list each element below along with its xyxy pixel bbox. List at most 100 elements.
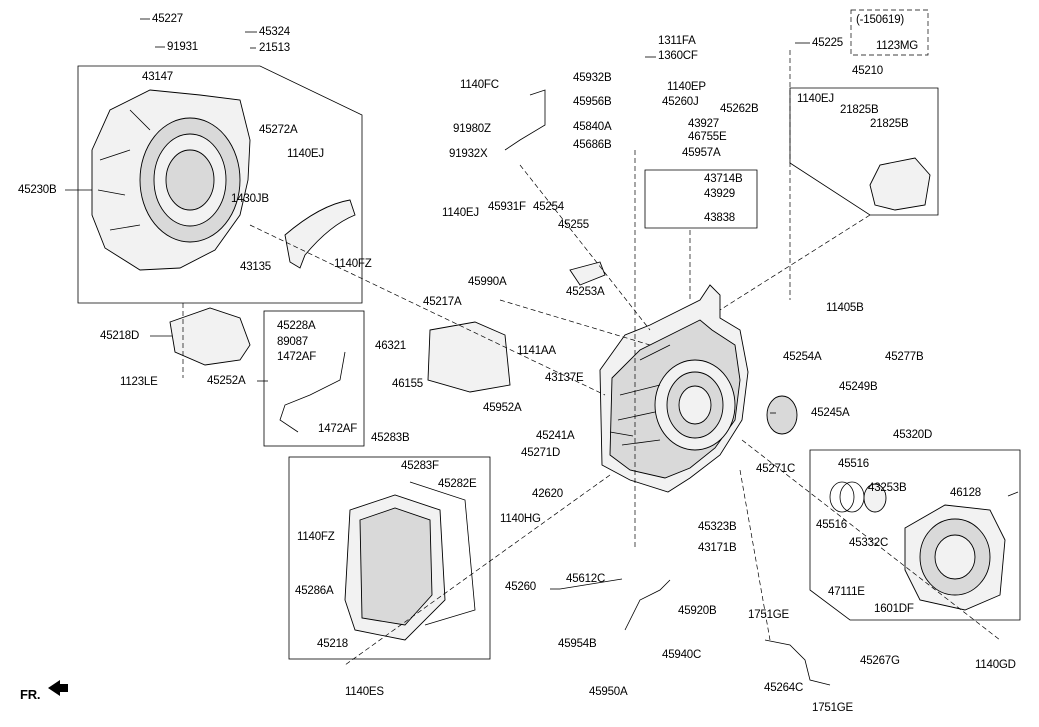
label-45253A: 45253A (566, 286, 605, 298)
label-43137E: 43137E (545, 372, 584, 384)
label-45516-b: 45516 (816, 519, 847, 531)
label-45218D: 45218D (100, 330, 140, 342)
label-45241A: 45241A (536, 430, 575, 442)
front-arrow-icon (48, 680, 68, 696)
label-45950A: 45950A (589, 686, 628, 698)
label-89087: 89087 (277, 336, 308, 348)
label-1140GD: 1140GD (975, 659, 1016, 671)
label-45324: 45324 (259, 26, 290, 38)
label-45225: 45225 (812, 37, 843, 49)
label-43929: 43929 (704, 188, 735, 200)
label-1140EJ-c: 1140EJ (442, 207, 479, 219)
label-42620: 42620 (532, 488, 563, 500)
label-1601DF: 1601DF (874, 603, 914, 615)
label-21825B-a: 21825B (840, 104, 879, 116)
label-45272A: 45272A (259, 124, 298, 136)
label-45931F: 45931F (488, 201, 526, 213)
label-45218: 45218 (317, 638, 348, 650)
label-45267G: 45267G (860, 655, 900, 667)
pipe-drawing (279, 351, 346, 433)
label-1140HG: 1140HG (500, 513, 541, 525)
transmission-case-drawing (599, 284, 749, 493)
label-1123LE: 1123LE (120, 376, 158, 388)
group-box-cover (809, 449, 1021, 621)
label-45254: 45254 (533, 201, 564, 213)
label-1140EJ-b: 1140EJ (797, 93, 834, 105)
label-47111E: 47111E (828, 586, 865, 598)
label-1360CF: 1360CF (658, 50, 698, 62)
front-direction-label: FR. (20, 687, 41, 702)
housing-drawing (91, 89, 251, 271)
label-45956B: 45956B (573, 96, 612, 108)
label-46755E: 46755E (688, 131, 727, 143)
label-45252A: 45252A (207, 375, 246, 387)
label-45840A: 45840A (573, 121, 612, 133)
label-1430JB: 1430JB (231, 193, 269, 205)
label-45323B: 45323B (698, 521, 737, 533)
label-46128: 46128 (950, 487, 981, 499)
label-1311FA: 1311FA (658, 35, 696, 47)
bracket-91980z-drawing (504, 89, 546, 151)
label-45920B: 45920B (678, 605, 717, 617)
label-91932X: 91932X (449, 148, 488, 160)
label-43253B: 43253B (868, 482, 907, 494)
label-45283B: 45283B (371, 432, 410, 444)
label-45230B: 45230B (18, 184, 57, 196)
cover-drawing (829, 481, 1006, 611)
tube-drawing (764, 639, 831, 686)
label-45320D: 45320D (893, 429, 933, 441)
label-45957A: 45957A (682, 147, 721, 159)
label-1751GE-a: 1751GE (748, 609, 789, 621)
label-45260J: 45260J (662, 96, 699, 108)
label-45245A: 45245A (811, 407, 850, 419)
label-45283F: 45283F (401, 460, 439, 472)
label-1140FZ-b: 1140FZ (297, 531, 335, 543)
label-1140EP: 1140EP (667, 81, 706, 93)
label-46155: 46155 (392, 378, 423, 390)
label-45952A: 45952A (483, 402, 522, 414)
seal-drawing (766, 395, 798, 435)
label-45264C: 45264C (764, 682, 804, 694)
shield-drawing (284, 199, 356, 269)
label-45249B: 45249B (839, 381, 878, 393)
harness-drawing (624, 579, 671, 631)
label-45686B: 45686B (573, 139, 612, 151)
label-45228A: 45228A (277, 320, 316, 332)
group-box-oil-pan (288, 456, 491, 660)
label-45210: 45210 (852, 65, 883, 77)
group-box-valve (644, 169, 758, 229)
label-45940C: 45940C (662, 649, 702, 661)
label-45282E: 45282E (438, 478, 477, 490)
label-1140FZ-a: 1140FZ (334, 258, 372, 270)
label-45254A: 45254A (783, 351, 822, 363)
lever-drawing (569, 261, 606, 286)
label-43838: 43838 (704, 212, 735, 224)
label-45262B: 45262B (720, 103, 759, 115)
projection-lines (182, 50, 1001, 666)
label-45227: 45227 (152, 13, 183, 25)
label-1141AA: 1141AA (517, 345, 556, 357)
label-45271C: 45271C (756, 463, 796, 475)
label-150619-note: (-150619) (856, 14, 905, 26)
label-43135: 43135 (240, 261, 271, 273)
label-43927: 43927 (688, 118, 719, 130)
label-1472AF-a: 1472AF (277, 351, 317, 363)
label-91931: 91931 (167, 41, 198, 53)
label-45612C: 45612C (566, 573, 606, 585)
label-45286A: 45286A (295, 585, 334, 597)
label-45277B: 45277B (885, 351, 924, 363)
group-box-pipe (263, 310, 365, 447)
group-box-note (850, 9, 929, 56)
label-21825B-b: 21825B (870, 118, 909, 130)
label-1123MG: 1123MG (876, 40, 919, 52)
label-21513: 21513 (259, 42, 290, 54)
label-1472AF-b: 1472AF (318, 423, 358, 435)
label-45516-a: 45516 (838, 458, 869, 470)
label-45932B: 45932B (573, 72, 612, 84)
label-45255: 45255 (558, 219, 589, 231)
label-1751GE-b: 1751GE (812, 702, 853, 714)
label-45271D: 45271D (521, 447, 561, 459)
label-43714B: 43714B (704, 173, 743, 185)
